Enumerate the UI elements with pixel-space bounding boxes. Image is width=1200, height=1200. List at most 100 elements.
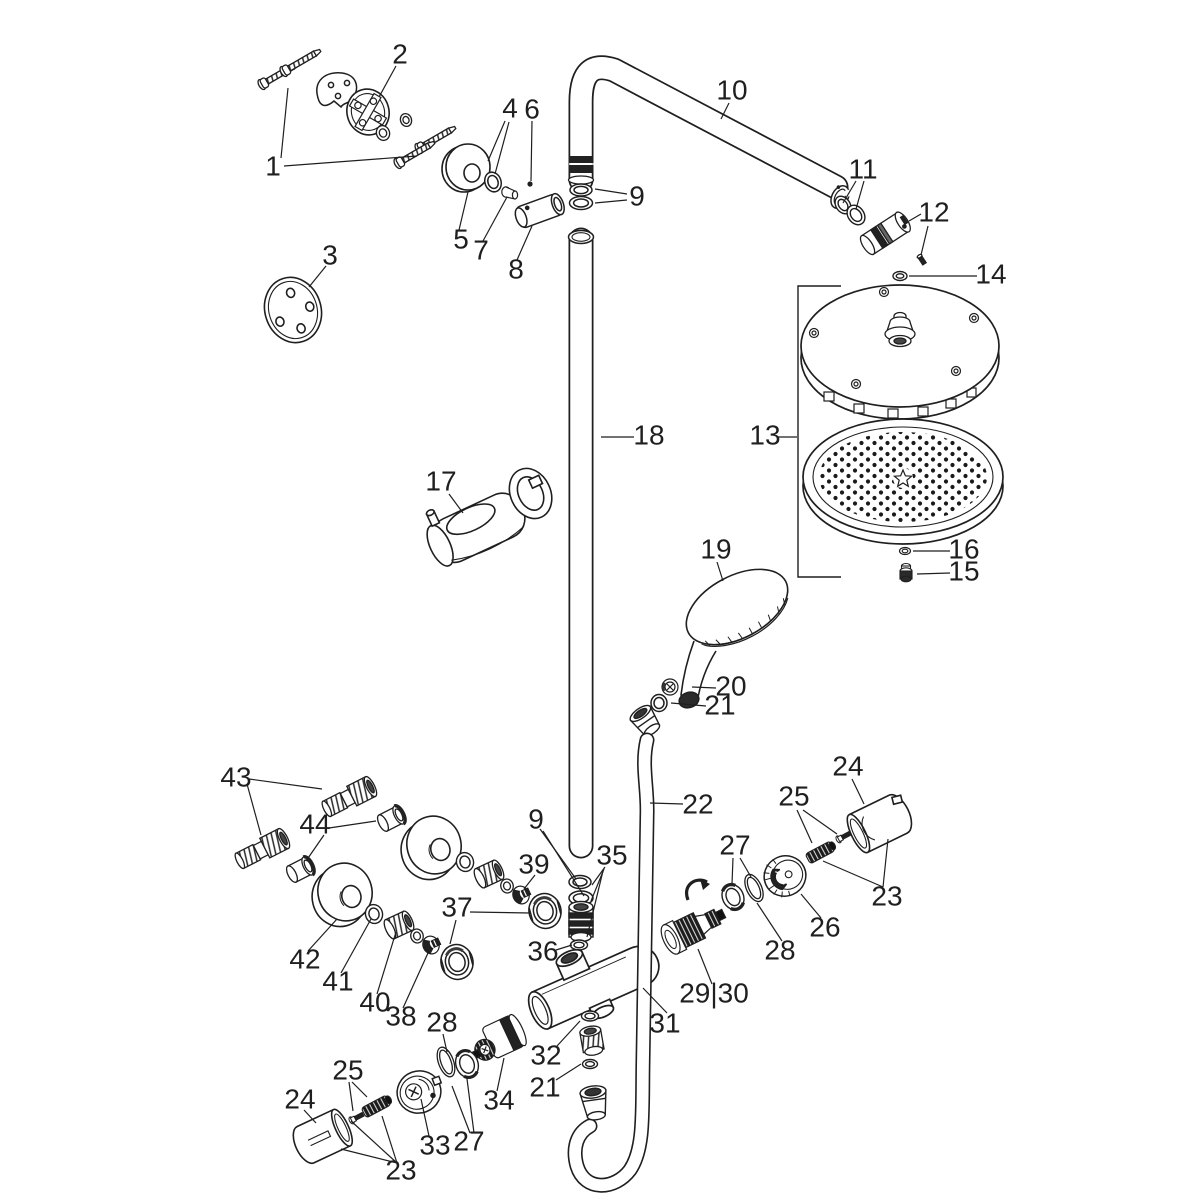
leader-line-21t <box>670 702 707 707</box>
connector-stack-35 <box>568 900 594 943</box>
part-label-9t: 9 <box>629 180 645 211</box>
oring-28-bottom <box>436 1046 456 1078</box>
part-label-44: 44 <box>299 808 330 839</box>
leader-line-9t <box>594 199 628 204</box>
holder-pin <box>425 508 441 528</box>
part-label-32: 32 <box>530 1039 561 1070</box>
part-label-39: 39 <box>518 848 549 879</box>
part-label-14: 14 <box>975 258 1006 289</box>
holder-clamp <box>508 467 553 520</box>
leader-line-25r <box>796 809 813 844</box>
part-label-21b: 21 <box>529 1071 560 1102</box>
leader-line-22 <box>649 802 684 805</box>
leader-line-23r <box>882 838 889 888</box>
valve-top-boss <box>555 948 591 982</box>
leader-line-6 <box>530 120 533 182</box>
sleeve-44-left <box>282 853 319 887</box>
nozzle-15 <box>899 562 913 583</box>
mounting-bracket-2 <box>346 88 390 136</box>
leader-line-25b <box>351 1081 368 1098</box>
oring-4 <box>483 171 503 193</box>
leader-line-24r <box>851 778 865 805</box>
leader-line-39 <box>523 874 536 890</box>
leader-line-9t <box>594 188 628 195</box>
washers-top <box>375 112 413 142</box>
shower-hose-22 <box>567 732 655 1193</box>
part-label-2: 2 <box>392 38 408 69</box>
leader-line-34 <box>496 1057 505 1092</box>
sleeve-8 <box>514 192 565 229</box>
leader-line-21b <box>555 1063 582 1081</box>
part-label-15: 15 <box>948 555 979 586</box>
part-label-26: 26 <box>809 911 840 942</box>
leader-line-23b <box>381 1115 398 1164</box>
leader-line-12 <box>908 213 922 222</box>
leader-line-26 <box>800 893 822 919</box>
leader-line-2930 <box>697 948 713 985</box>
leader-line-23b <box>350 1120 398 1164</box>
rotation-arrow <box>685 878 710 901</box>
part-label-1: 1 <box>265 150 281 181</box>
leader-line-36 <box>555 944 573 951</box>
seal-ring-27-bottom <box>454 1049 480 1079</box>
part-label-16: 16 <box>948 533 979 564</box>
leader-line-35 <box>586 870 604 938</box>
part-label-42: 42 <box>289 943 320 974</box>
part-label-27r: 27 <box>719 829 750 860</box>
wedge-plate <box>316 72 358 109</box>
part-label-11: 11 <box>848 153 877 184</box>
leader-line-35 <box>591 866 606 886</box>
part-label-36: 36 <box>527 935 558 966</box>
screw-25-bottom <box>347 1110 366 1126</box>
leader-line-10 <box>720 102 730 120</box>
part-label-23r: 23 <box>871 880 902 911</box>
spray-plate <box>802 418 1004 545</box>
riser-pipe <box>567 227 595 859</box>
part-label-8: 8 <box>508 253 524 284</box>
arm-orings-11 <box>834 195 866 226</box>
part-label-18: 18 <box>633 419 664 450</box>
part-label-24r: 24 <box>832 750 863 781</box>
leader-line-27r <box>739 857 752 878</box>
part-label-22: 22 <box>682 788 713 819</box>
union-nut-37-bottom <box>435 939 479 985</box>
leader-line-37 <box>469 911 531 914</box>
leader-line-27b <box>466 1078 475 1134</box>
leader-line-43 <box>246 783 262 836</box>
part-label-10: 10 <box>716 74 747 105</box>
screw-12 <box>916 253 928 266</box>
leader-line-20 <box>691 686 717 689</box>
part-label-17: 17 <box>425 465 456 496</box>
leader-line-25b <box>348 1081 354 1112</box>
leader-line-32 <box>556 1020 581 1047</box>
part-label-4: 4 <box>502 92 518 123</box>
leader-line-44 <box>328 820 377 829</box>
part-label-37: 37 <box>441 891 472 922</box>
shutoff-cartridge-34 <box>470 1013 527 1061</box>
leader-line-15 <box>916 572 951 575</box>
outlet-nipple-32 <box>579 1025 605 1056</box>
leader-line-27r <box>731 857 734 885</box>
part-label-21t: 21 <box>704 689 735 720</box>
leader-line-31 <box>642 987 668 1014</box>
part-label-5: 5 <box>453 223 469 254</box>
handle-knob-24-right <box>846 794 913 854</box>
leader-line-8 <box>516 225 533 261</box>
leader-line-11 <box>842 180 857 204</box>
part-label-27b: 27 <box>453 1125 484 1156</box>
escutcheon-5 <box>441 143 491 193</box>
part-label-41: 41 <box>322 965 353 996</box>
leader-line-41 <box>340 918 372 974</box>
part-label-19: 19 <box>700 533 731 564</box>
leader-line-1 <box>283 155 418 167</box>
star-hole <box>892 468 914 488</box>
handle-knob-24-bottom <box>292 1108 354 1164</box>
part-label-6: 6 <box>524 93 540 124</box>
hand-shower-19 <box>678 568 789 709</box>
center-connector <box>884 311 916 348</box>
leader-line-12 <box>920 225 929 256</box>
part-label-23b: 23 <box>385 1154 416 1185</box>
shower-arm <box>567 55 852 209</box>
pipe-orings-top <box>568 183 594 211</box>
